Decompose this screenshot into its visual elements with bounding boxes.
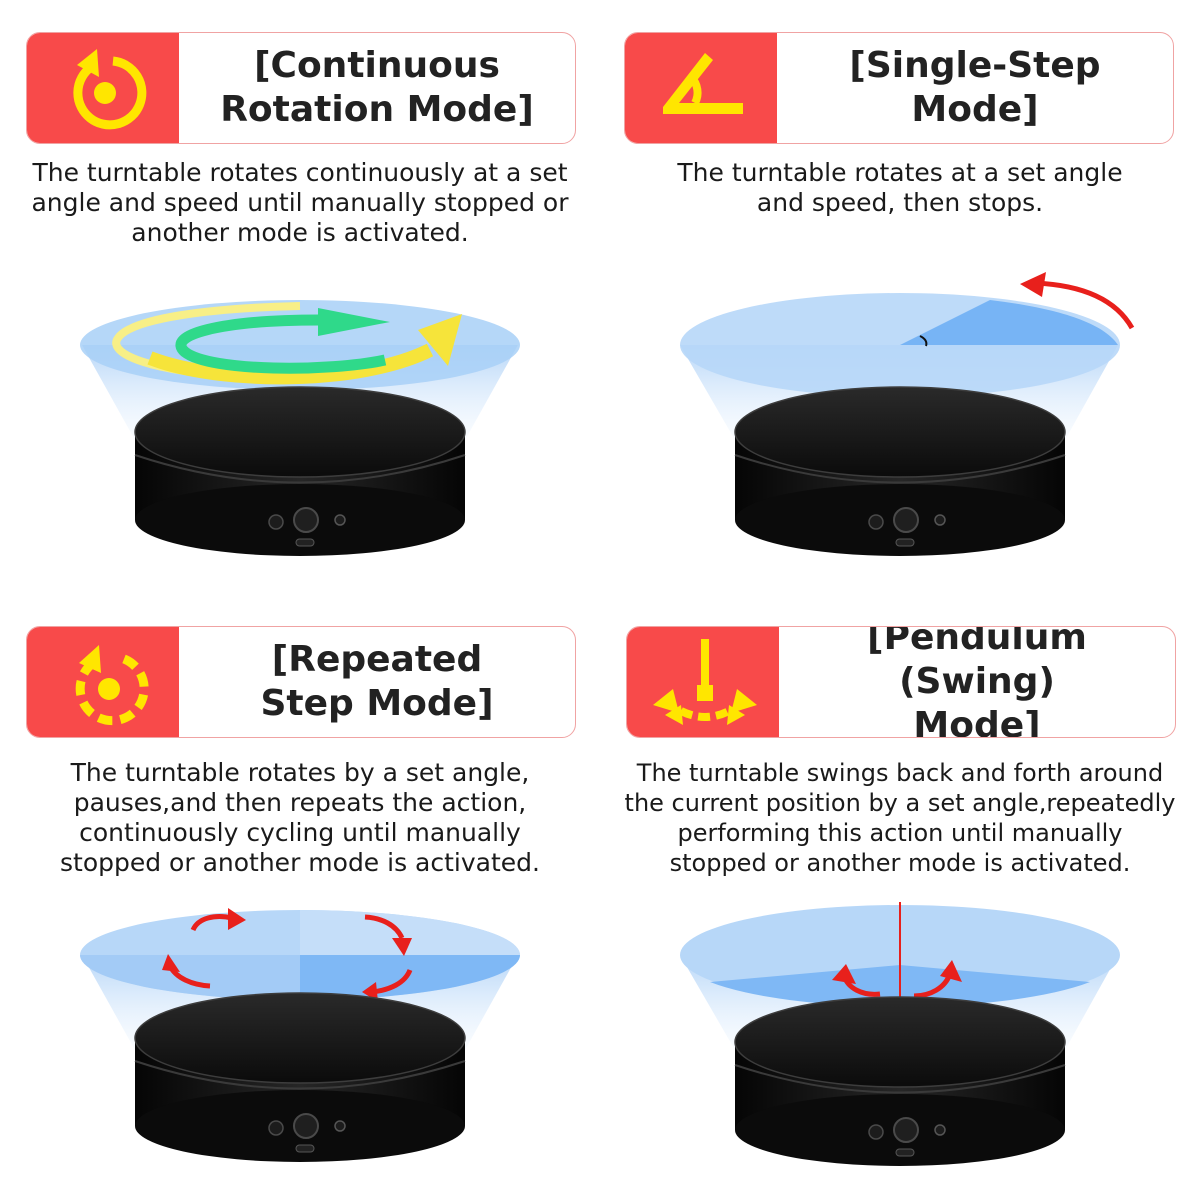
- turntable-illustration: [80, 300, 520, 557]
- angle-icon: [663, 53, 743, 114]
- icon-panel: [625, 33, 777, 143]
- mode-title: [Continuous Rotation Mode]: [220, 45, 534, 130]
- mode-card-pendulum: [Pendulum (Swing) Mode] The turntable sw…: [600, 594, 1200, 1194]
- step-wedge: [900, 300, 1118, 345]
- turntable-illustration: [680, 272, 1135, 557]
- mode-header: [Repeated Step Mode]: [26, 626, 576, 738]
- mode-header: [Continuous Rotation Mode]: [26, 32, 576, 144]
- icon-panel: [27, 627, 179, 737]
- mode-header: [Pendulum (Swing) Mode]: [626, 626, 1176, 738]
- turntable-illustration: [680, 902, 1120, 1167]
- mode-title: [Repeated Step Mode]: [260, 639, 494, 724]
- mode-description: The turntable swings back and forth arou…: [624, 759, 1176, 877]
- mode-description: The turntable rotates by a set angle, pa…: [60, 758, 540, 877]
- red-arrow: [1034, 280, 1135, 330]
- mode-card-continuous: [Continuous Rotation Mode] The turntable…: [0, 0, 600, 600]
- mode-card-single-step: [Single-Step Mode] The turntable rotates…: [600, 0, 1200, 600]
- mode-header: [Single-Step Mode]: [624, 32, 1174, 144]
- continuous-rotation-icon: [73, 49, 147, 130]
- icon-panel: [27, 33, 179, 143]
- repeated-step-icon: [75, 645, 149, 726]
- mode-description: The turntable rotates continuously at a …: [31, 158, 569, 247]
- mode-card-repeated-step: [Repeated Step Mode] The turntable rotat…: [0, 594, 600, 1194]
- mode-description: The turntable rotates at a set angle and…: [677, 158, 1123, 217]
- mode-title: [Single-Step Mode]: [849, 45, 1101, 130]
- mode-title: [Pendulum (Swing) Mode]: [867, 626, 1087, 738]
- icon-panel: [627, 627, 779, 737]
- green-rotation-arrow: [175, 314, 387, 374]
- turntable-illustration: [80, 908, 520, 1163]
- pendulum-swing-icon: [653, 639, 757, 725]
